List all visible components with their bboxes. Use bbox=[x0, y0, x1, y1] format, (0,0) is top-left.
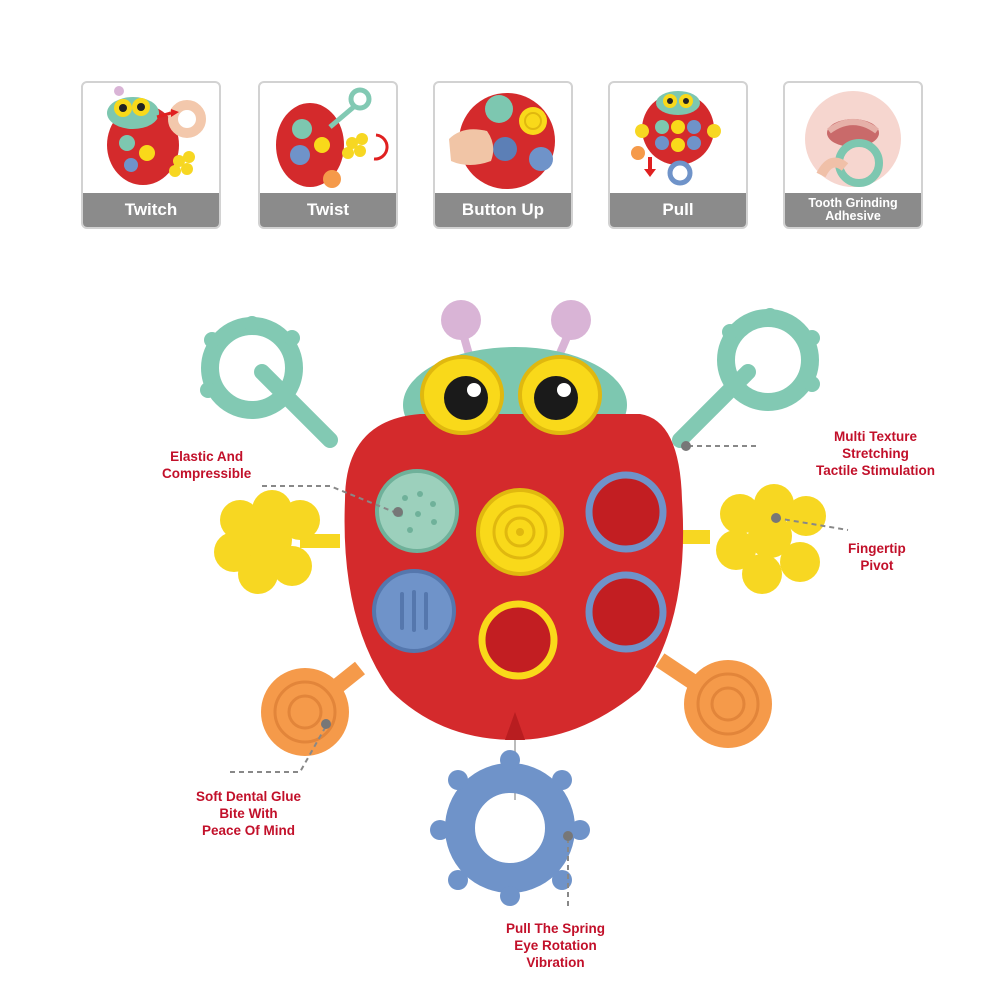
empty-socket-blue bbox=[585, 571, 667, 653]
feature-caption: Button Up bbox=[435, 193, 571, 227]
feature-card-button-up: Button Up bbox=[433, 81, 573, 229]
feature-caption: Twitch bbox=[83, 193, 219, 227]
callout-leaders bbox=[230, 445, 849, 910]
feature-caption: Pull bbox=[610, 193, 746, 227]
feature-card-twitch: Twitch bbox=[81, 81, 221, 229]
callout-markers bbox=[321, 441, 781, 841]
feature-caption: Twist bbox=[260, 193, 396, 227]
callout-multi-texture: Multi Texture Stretching Tactile Stimula… bbox=[816, 429, 936, 478]
right-eye bbox=[518, 355, 602, 435]
twitch-illustration bbox=[107, 86, 206, 185]
feature-card-tooth-grinding: Tooth Grinding Adhesive bbox=[783, 81, 923, 229]
feature-caption: Tooth Grinding Adhesive bbox=[785, 193, 921, 227]
pull-illustration bbox=[631, 91, 721, 186]
empty-socket-blue bbox=[585, 471, 667, 553]
right-foot-teether bbox=[655, 653, 772, 748]
feature-card-pull: Pull bbox=[608, 81, 748, 229]
tooth-grinding-illustration bbox=[805, 91, 901, 187]
left-flower-pivot bbox=[214, 490, 340, 594]
texture-button-spiral bbox=[476, 488, 564, 576]
pull-ring-teether bbox=[430, 750, 590, 906]
texture-button-dots bbox=[375, 469, 459, 553]
left-foot-teether bbox=[261, 661, 365, 756]
callout-pull-spring: Pull The Spring Eye Rotation Vibration bbox=[506, 921, 606, 970]
empty-socket-yellow bbox=[478, 600, 558, 680]
callout-soft-dental-glue: Soft Dental Glue Bite With Peace Of Mind bbox=[196, 789, 302, 838]
left-eye bbox=[420, 355, 504, 435]
twist-illustration bbox=[276, 87, 389, 188]
callout-elastic: Elastic And Compressible bbox=[162, 449, 252, 481]
texture-button-ridges bbox=[372, 569, 456, 653]
callout-fingertip-pivot: Fingertip Pivot bbox=[848, 541, 906, 573]
right-flower-pivot bbox=[660, 484, 826, 594]
button-up-illustration bbox=[449, 93, 555, 189]
left-teether-handle bbox=[200, 316, 338, 448]
feature-card-twist: Twist bbox=[258, 81, 398, 229]
antennae bbox=[441, 300, 591, 374]
right-teether-handle bbox=[672, 308, 820, 448]
